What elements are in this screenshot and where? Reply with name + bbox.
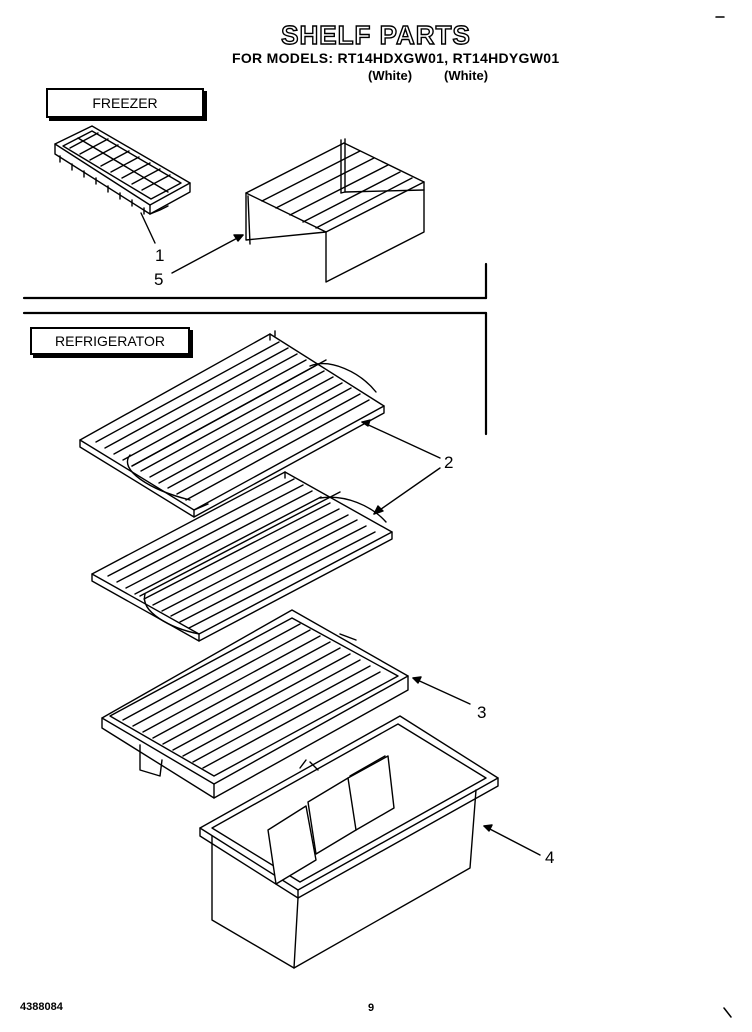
freezer-section-label: FREEZER (46, 88, 204, 118)
wire-shelf-upper-drawing (79, 330, 385, 518)
leader-ice-tray (140, 212, 156, 244)
model-color-2: (White) (444, 68, 489, 83)
registration-marks (715, 16, 732, 1018)
callout-5: 5 (154, 270, 164, 289)
section-dividers (22, 262, 488, 436)
callout-2: 2 (444, 453, 454, 472)
leader-crisper-pan (483, 825, 541, 856)
document-number: 4388084 (20, 1001, 63, 1013)
ice-tray-drawing (54, 125, 191, 215)
freezer-shelf-drawing (245, 138, 425, 283)
model-color-1: (White) (368, 68, 413, 83)
leader-freezer-shelf (171, 234, 244, 274)
leader-shelf-lower (373, 467, 441, 515)
page-title: SHELF PARTS (280, 19, 471, 50)
refrigerator-section-label: REFRIGERATOR (30, 327, 190, 355)
callout-4: 4 (545, 848, 555, 867)
leader-crisper-cover (412, 677, 471, 705)
page-number: 9 (368, 1002, 375, 1014)
leader-shelf-upper (361, 421, 441, 459)
callout-3: 3 (477, 703, 487, 722)
callout-1: 1 (155, 246, 165, 265)
crisper-cover-drawing (101, 609, 409, 799)
wire-shelf-lower-drawing (91, 471, 393, 642)
crisper-pan-drawing (199, 715, 499, 969)
models-line: FOR MODELS: RT14HDXGW01, RT14HDYGW01 (232, 50, 560, 66)
